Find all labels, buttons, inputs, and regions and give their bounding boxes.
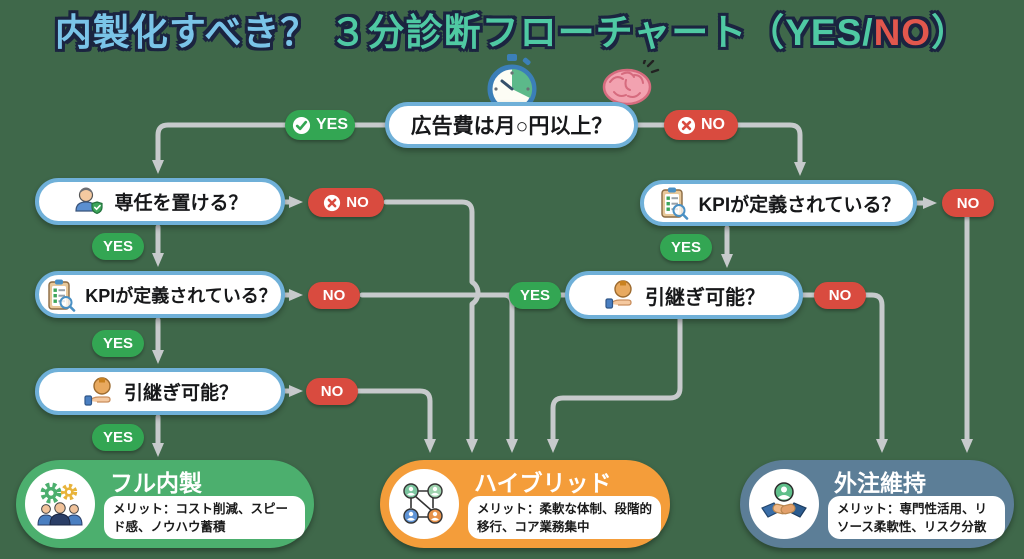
yes-badge-handover-right-label: YES xyxy=(519,287,550,304)
no-badge-top-label: NO xyxy=(701,116,725,133)
brain-icon xyxy=(600,60,662,108)
yes-badge-top: YES xyxy=(285,110,355,140)
question-node-kpi-right: KPIが定義されている？ xyxy=(640,180,917,226)
question-node-handover-right: 引継ぎ可能？ xyxy=(565,271,803,319)
title-main-part: ３分診断フローチャート（YES/ xyxy=(318,12,874,53)
x-circle-icon xyxy=(323,194,341,212)
clipboard-search-icon xyxy=(43,278,77,312)
question-node-handover-left-label: 引継ぎ可能？ xyxy=(123,383,238,404)
yes-badge-dedicated-label: YES xyxy=(102,238,133,255)
question-node-kpi-left: KPIが定義されている？ xyxy=(35,271,285,318)
yes-badge-kpi-left: YES xyxy=(92,330,144,357)
question-node-dedicated: 専任を置ける？ xyxy=(35,178,285,225)
handshake-icon xyxy=(749,469,819,539)
yes-badge-kpi-right: YES xyxy=(660,234,712,261)
question-node-ad-spend: 広告費は月○円以上？ xyxy=(385,102,638,148)
x-circle-icon xyxy=(677,116,696,135)
title-close-part: ） xyxy=(931,12,970,53)
question-node-handover-right-label: 引継ぎ可能？ xyxy=(645,286,765,309)
no-badge-handover-right-label: NO xyxy=(828,287,852,304)
outcome-outsource-merit: メリット：専門性活用、リソース柔軟性、リスク分散 xyxy=(828,496,1005,539)
page-title: 内製化すべき？ ３分診断フローチャート（YES/NO） xyxy=(0,2,1024,56)
question-node-kpi-right-label: KPIが定義されている？ xyxy=(698,194,901,216)
yes-badge-kpi-left-label: YES xyxy=(102,335,133,352)
no-badge-dedicated: NO xyxy=(308,188,384,217)
question-node-kpi-left-label: KPIが定義されている？ xyxy=(85,285,277,306)
yes-badge-handover-left-label: YES xyxy=(102,429,133,446)
no-badge-dedicated-label: NO xyxy=(346,194,369,211)
outcome-hybrid-title: ハイブリッド xyxy=(474,470,612,496)
title-no-part: NO xyxy=(873,12,932,53)
outcome-full-inhouse-title: フル内製 xyxy=(110,470,202,496)
check-circle-icon xyxy=(292,116,311,135)
handover-icon xyxy=(82,375,116,409)
no-badge-kpi-left: NO xyxy=(308,282,360,309)
outcome-full-inhouse: フル内製 メリット：コスト削減、スピード感、ノウハウ蓄積 xyxy=(16,460,314,548)
title-question-part: 内製化すべき？ xyxy=(54,12,319,53)
handover-icon xyxy=(603,278,637,312)
yes-badge-handover-left: YES xyxy=(92,424,144,451)
stopwatch-icon xyxy=(483,53,541,115)
outcome-outsource: 外注維持 メリット：専門性活用、リソース柔軟性、リスク分散 xyxy=(740,460,1014,548)
network-icon xyxy=(389,469,459,539)
clipboard-search-icon xyxy=(656,186,690,220)
gears-team-icon xyxy=(25,469,95,539)
no-badge-kpi-right-label: NO xyxy=(956,194,980,212)
no-badge-handover-right: NO xyxy=(814,282,866,309)
yes-badge-dedicated: YES xyxy=(92,233,144,260)
no-badge-kpi-left-label: NO xyxy=(322,287,346,304)
yes-badge-top-label: YES xyxy=(315,116,348,133)
outcome-outsource-title: 外注維持 xyxy=(834,470,926,496)
yes-badge-handover-right: YES xyxy=(509,282,561,309)
question-node-dedicated-label: 専任を置ける？ xyxy=(114,193,248,214)
no-badge-top: NO xyxy=(664,110,738,140)
yes-badge-kpi-right-label: YES xyxy=(670,239,701,256)
question-node-handover-left: 引継ぎ可能？ xyxy=(35,368,285,415)
no-badge-handover-left: NO xyxy=(306,378,358,405)
no-badge-kpi-right: NO xyxy=(942,189,994,217)
question-node-ad-spend-label: 広告費は月○円以上？ xyxy=(410,115,613,138)
no-badge-handover-left-label: NO xyxy=(320,383,344,400)
outcome-hybrid: ハイブリッド メリット：柔軟な体制、段階的移行、コア業務集中 xyxy=(380,460,670,548)
person-shield-icon xyxy=(72,185,106,219)
outcome-hybrid-merit: メリット：柔軟な体制、段階的移行、コア業務集中 xyxy=(468,496,661,539)
outcome-full-inhouse-merit: メリット：コスト削減、スピード感、ノウハウ蓄積 xyxy=(104,496,305,539)
